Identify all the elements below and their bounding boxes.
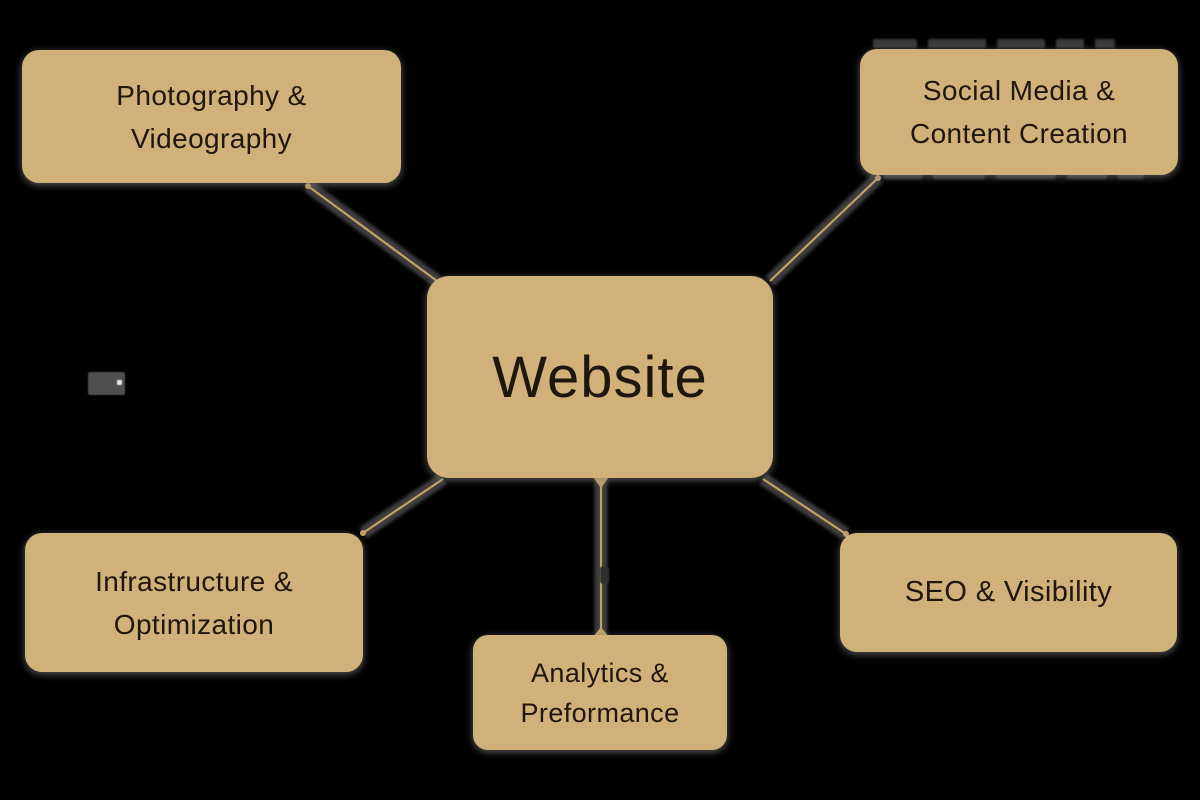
node-seo-visibility: SEO & Visibility <box>840 533 1177 652</box>
connector-seo <box>762 478 847 535</box>
gray-rectangle-artifact <box>88 372 125 395</box>
node-label: Analytics & Preformance <box>473 653 727 733</box>
artifact-white-dot <box>117 380 122 385</box>
connector-dark-blob-artifact <box>600 566 609 584</box>
connector-photography <box>307 185 438 282</box>
node-label-line: Preformance <box>520 697 680 728</box>
connector-wires <box>305 175 881 637</box>
node-label-line: Optimization <box>113 608 275 640</box>
connector-notch-bottom <box>593 627 609 637</box>
node-label-line: Videography <box>130 122 293 154</box>
connector-end-dot <box>875 175 881 181</box>
connector-end-dot <box>360 530 366 536</box>
connector-notch-top <box>593 477 609 488</box>
node-label-line: Content Creation <box>909 118 1129 149</box>
connector-infrastructure <box>362 478 444 534</box>
node-label-line: Social Media & <box>922 75 1116 106</box>
node-label: SEO & Visibility <box>840 576 1177 609</box>
node-label-line: Photography & <box>116 79 307 111</box>
node-label: Photography & Videography <box>22 74 401 160</box>
node-label-line: Website <box>492 344 708 410</box>
node-label-line: Analytics & <box>531 657 669 688</box>
node-analytics-performance: Analytics & Preformance <box>473 635 727 750</box>
ghost-text-artifact-bottom <box>884 172 1144 179</box>
node-infrastructure-optimization: Infrastructure & Optimization <box>25 533 363 672</box>
node-social-media-content-creation: Social Media & Content Creation <box>860 49 1178 175</box>
node-label: Social Media & Content Creation <box>860 69 1178 155</box>
node-photography-videography: Photography & Videography <box>22 50 401 183</box>
connector-social <box>769 177 879 282</box>
node-label-line: SEO & Visibility <box>904 576 1113 608</box>
node-label-line: Infrastructure & <box>95 565 293 597</box>
node-label: Infrastructure & Optimization <box>25 560 363 646</box>
connector-end-dot <box>305 183 311 189</box>
node-website-center: Website <box>427 276 773 478</box>
ghost-text-artifact-top <box>873 39 1115 48</box>
node-label: Website <box>427 344 773 411</box>
